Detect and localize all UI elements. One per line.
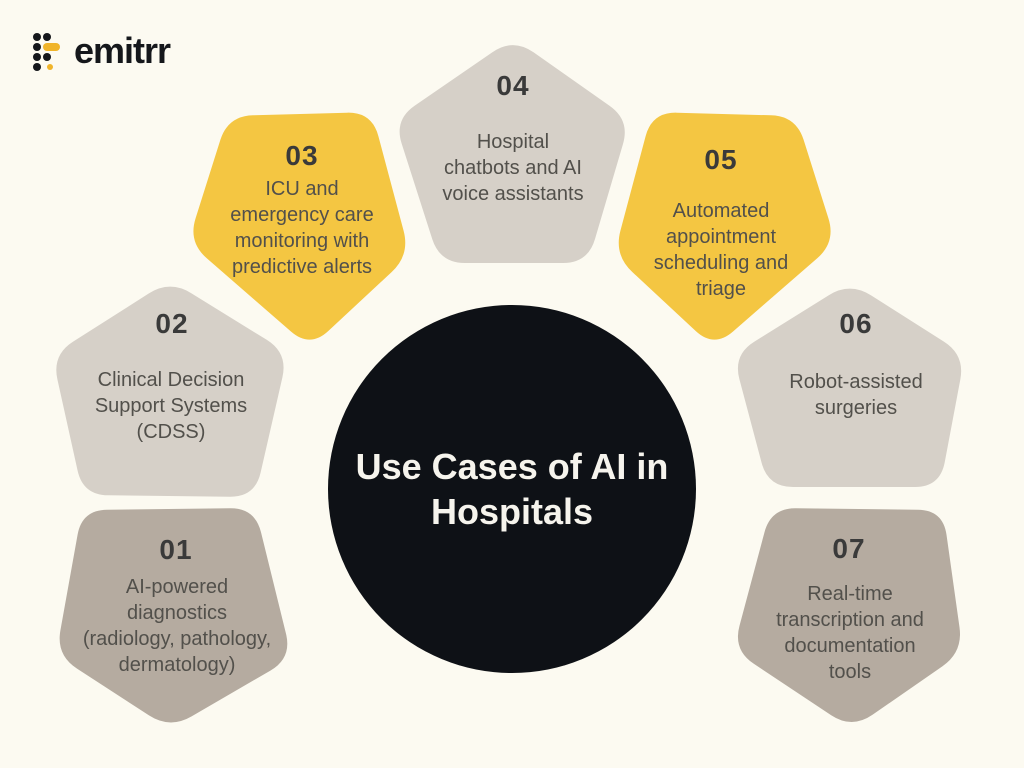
petal-number-01: 01 [159, 534, 193, 565]
petal-text-line: scheduling and [653, 252, 789, 274]
petal-text-line: (CDSS) [136, 421, 206, 443]
center-title-line-1: Use Cases of AI in [355, 446, 669, 487]
petal-text-line: (radiology, pathology, [82, 628, 272, 650]
center-title: Use Cases of AI in Hospitals [356, 444, 669, 534]
petal-shape-01 [59, 508, 288, 723]
petal-text-line: appointment [665, 226, 777, 248]
petal-text-04: Hospital chatbots and AI voice assistants [398, 129, 628, 207]
petal-text-line: surgeries [814, 397, 898, 419]
petal-shape-06 [737, 288, 962, 487]
petal-shape-04 [399, 45, 625, 264]
petal-shape-05 [618, 112, 831, 340]
petal-text-line: ICU and [265, 178, 339, 200]
petal-text-line: documentation [784, 635, 916, 657]
petal-number-05: 05 [704, 144, 738, 175]
center-title-line-2: Hospitals [430, 491, 594, 532]
petal-text-line: Support Systems [94, 395, 248, 417]
logo: emitrr [30, 30, 171, 76]
petal-number-07: 07 [832, 533, 866, 564]
petal-text-line: diagnostics [126, 602, 228, 624]
petal-number-04: 04 [496, 70, 530, 101]
petal-text-line: dermatology) [118, 654, 236, 676]
petal-text-01: AI-powered diagnostics (radiology, patholo… [52, 574, 302, 678]
petal-text-line: triage [695, 278, 747, 300]
petal-text-line: Robot-assisted [789, 371, 923, 393]
petal-text-03: ICU and emergency care monitoring with pred… [187, 176, 417, 280]
petal-text-line: tools [828, 661, 872, 683]
petal-text-line: Hospital [476, 131, 550, 153]
petal-text-06: Robot-assisted surgeries [741, 369, 971, 421]
petal-shape-03 [193, 112, 406, 340]
logo-dots-icon [33, 33, 60, 71]
logo-text: emitrr [74, 30, 171, 71]
petal-text-05: Automated appointment scheduling and triage [606, 198, 836, 302]
petal-text-line: AI-powered [125, 576, 229, 598]
petal-text-line: monitoring with [234, 230, 370, 252]
petal-number-02: 02 [155, 308, 189, 339]
petal-text-line: voice assistants [442, 183, 584, 205]
petal-text-line: transcription and [776, 609, 924, 631]
petal-text-line: chatbots and AI [444, 157, 582, 179]
logo-dot-grid [33, 33, 60, 71]
petal-text-line: Automated [672, 200, 770, 222]
petal-number-03: 03 [285, 140, 319, 171]
petal-text-line: Clinical Decision [97, 369, 245, 391]
petal-number-06: 06 [839, 308, 873, 339]
petal-text-line: emergency care [230, 204, 374, 226]
petal-shape-02 [56, 286, 284, 497]
center-circle: Use Cases of AI in Hospitals [328, 305, 696, 673]
petal-text-07: Real-time transcription and documentation t… [725, 581, 975, 685]
petal-text-line: predictive alerts [231, 256, 373, 278]
petal-shape-07 [737, 508, 961, 723]
petal-text-line: Real-time [807, 583, 893, 605]
